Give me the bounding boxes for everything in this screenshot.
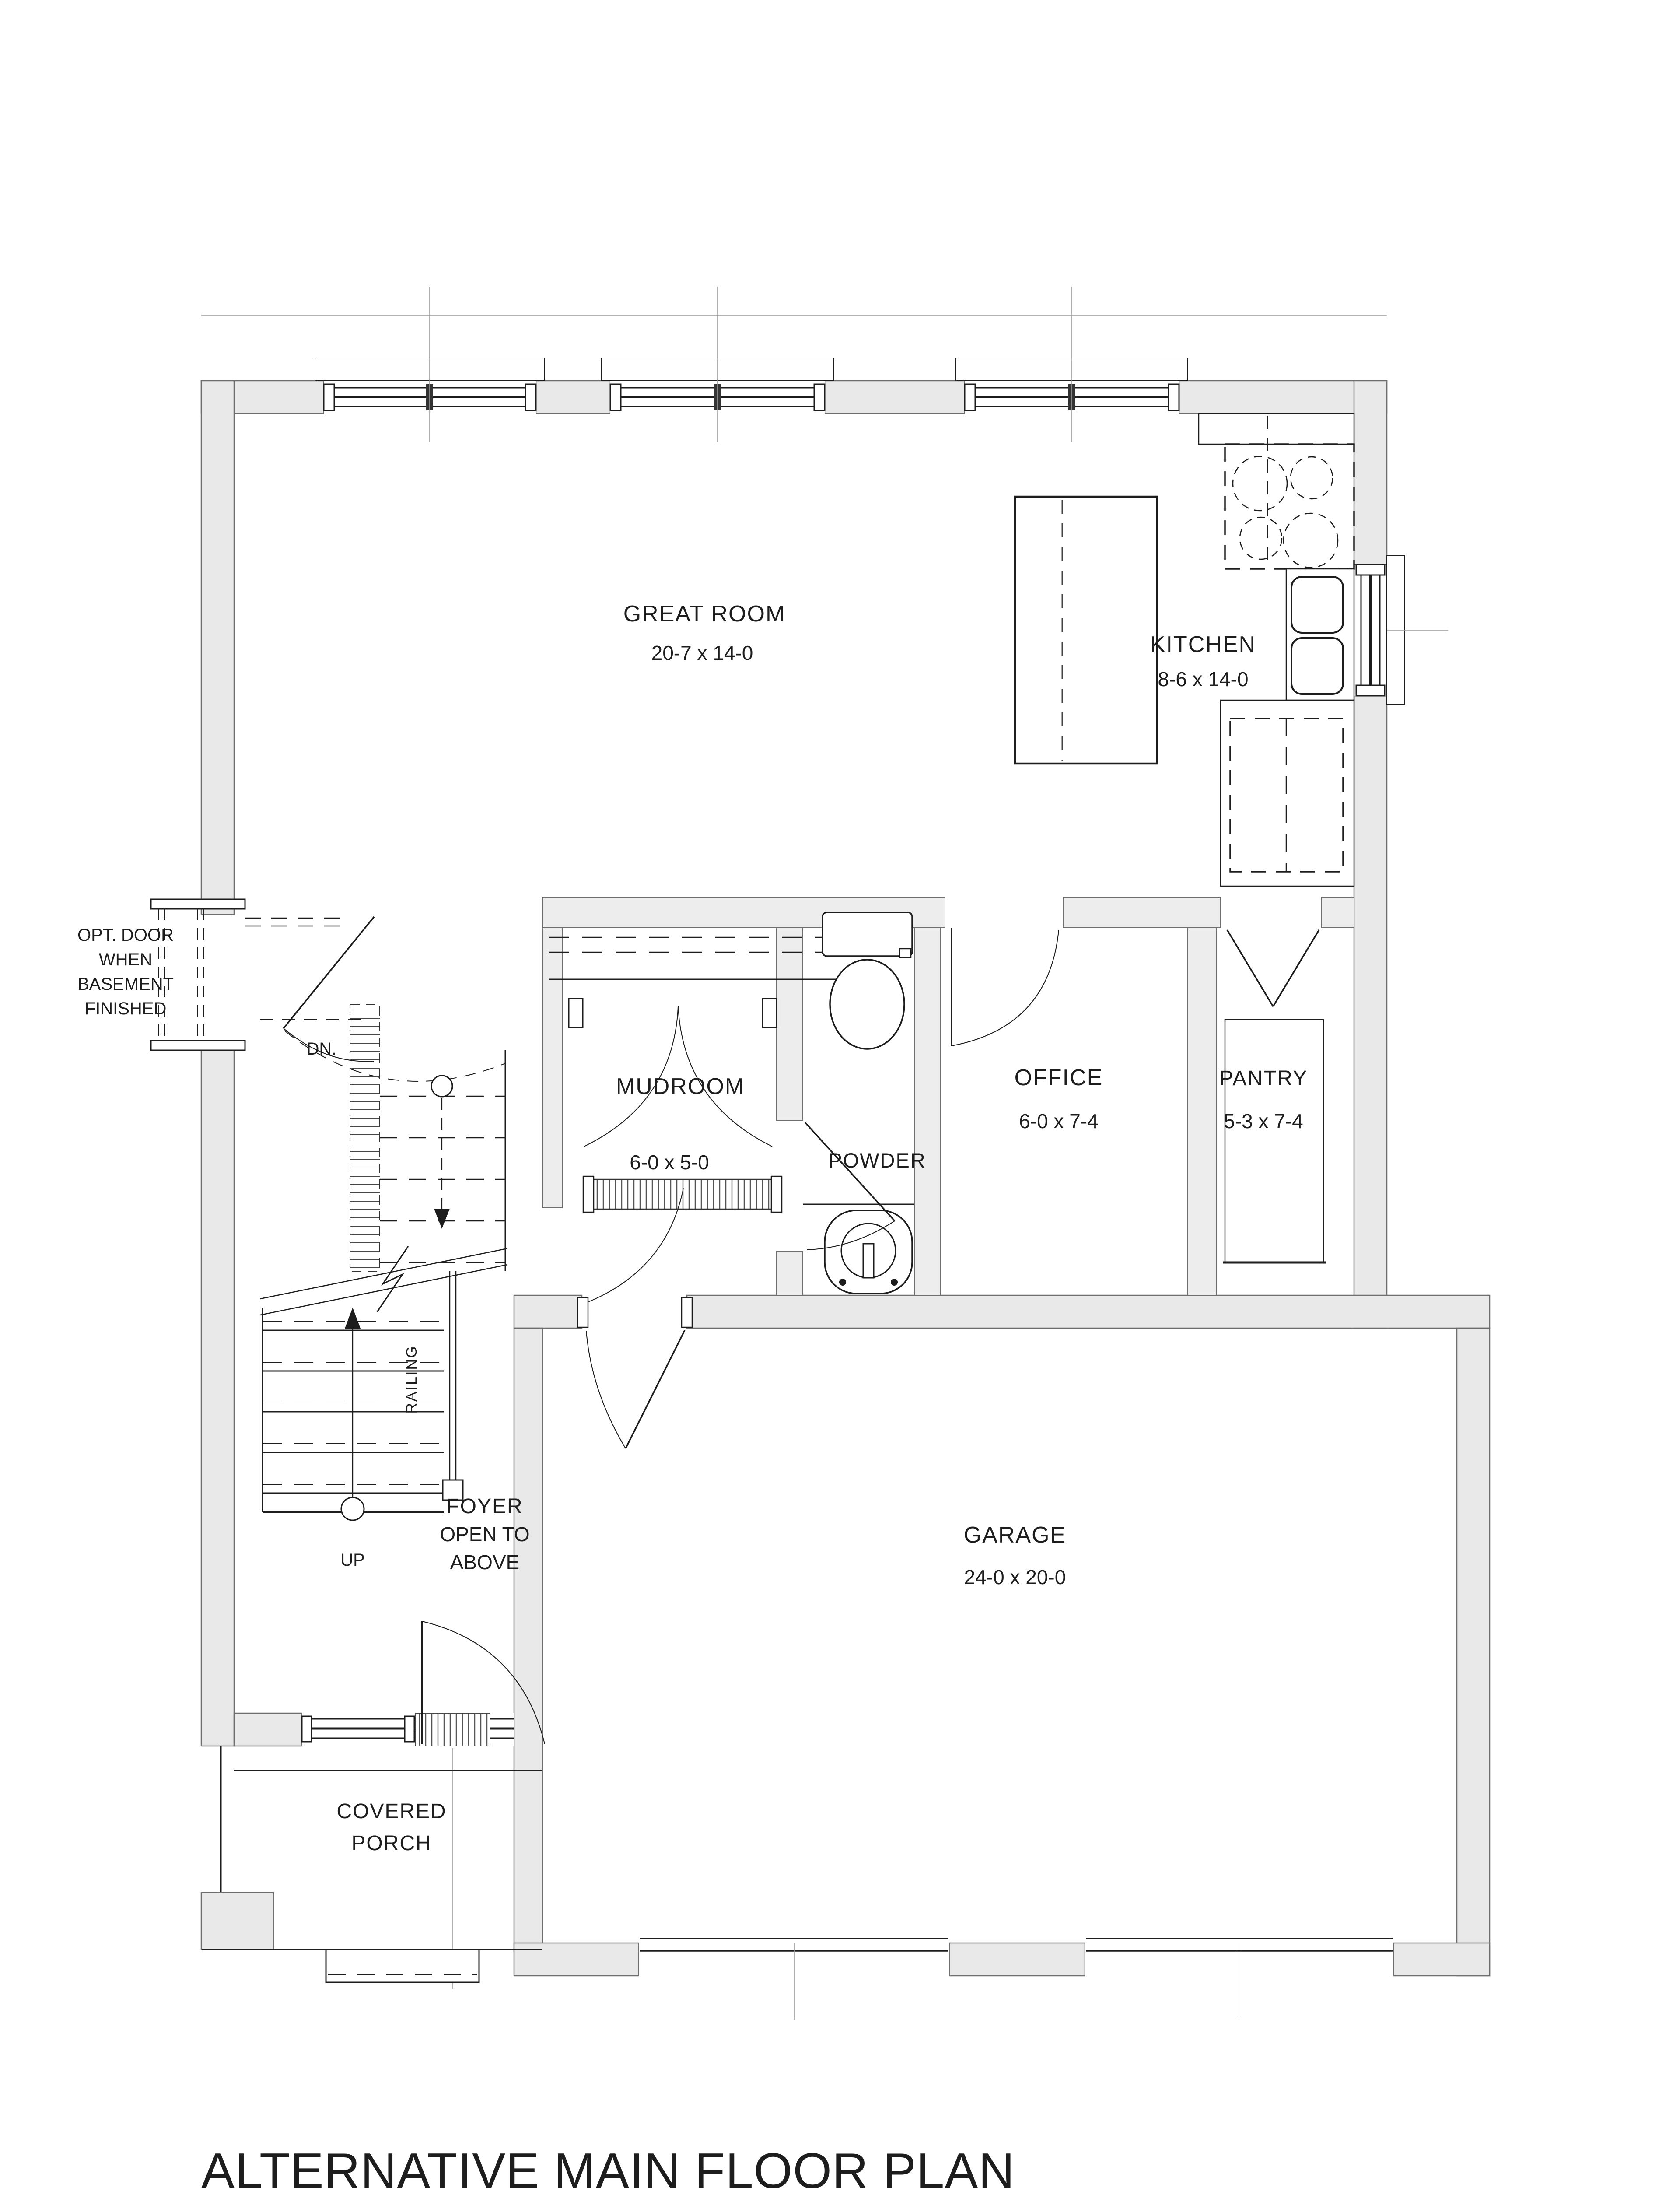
opt-door-note-line1: OPT. DOOR xyxy=(77,926,174,945)
stove-cooktop xyxy=(1224,443,1355,570)
porch-pillar xyxy=(200,1892,274,1950)
kitchen-island xyxy=(1014,495,1158,765)
garage-label: GARAGE xyxy=(964,1522,1067,1548)
office-label: OFFICE xyxy=(1015,1065,1103,1090)
porch xyxy=(200,1746,542,1983)
garage-doors xyxy=(639,1938,1393,2020)
foyer-label-line3: ABOVE xyxy=(450,1551,520,1574)
porch-label-line1: COVERED xyxy=(336,1800,446,1823)
opt-door-note-line2: WHEN xyxy=(99,950,152,969)
kitchen-sink xyxy=(1291,576,1344,695)
kitchen-label: KITCHEN xyxy=(1150,632,1256,657)
garage-man-door xyxy=(577,1297,693,1449)
stairs xyxy=(260,1050,508,1521)
plan-title: ALTERNATIVE MAIN FLOOR PLAN xyxy=(201,2143,1015,2188)
garage-dims: 24-0 x 20-0 xyxy=(964,1566,1066,1588)
interior-walls xyxy=(542,897,1354,1296)
powder-sink xyxy=(824,1210,913,1294)
porch-steps xyxy=(325,1949,480,1983)
front-entry xyxy=(234,1621,545,1989)
powder-label: POWDER xyxy=(828,1149,926,1172)
foyer-label-line1: FOYER xyxy=(446,1495,523,1518)
opt-door-note-line3: BASEMENT xyxy=(77,975,174,994)
pantry-dims: 5-3 x 7-4 xyxy=(1224,1110,1303,1133)
mudroom-label: MUDROOM xyxy=(616,1074,745,1099)
great-room-label: GREAT ROOM xyxy=(623,601,786,627)
railing-label: RAILING xyxy=(403,1345,420,1413)
up-arrowhead xyxy=(345,1308,360,1329)
office-dims: 6-0 x 7-4 xyxy=(1019,1110,1099,1133)
break-zigzag xyxy=(376,1246,409,1312)
foyer-label-line2: OPEN TO xyxy=(440,1523,529,1546)
toilet-bowl xyxy=(829,959,905,1050)
porch-label-line2: PORCH xyxy=(351,1832,431,1855)
top-windows xyxy=(315,287,1188,442)
kitchen-dims: 8-6 x 14-0 xyxy=(1158,668,1248,691)
exterior-walls xyxy=(200,380,1491,1977)
kitchen-counter xyxy=(1198,413,1355,445)
pantry-doors xyxy=(1226,929,1320,1007)
kitchen-fixtures xyxy=(1014,413,1355,887)
powder-door xyxy=(804,1122,896,1250)
pantry-label: PANTRY xyxy=(1219,1067,1308,1090)
stair-down-label: DN. xyxy=(307,1039,337,1059)
stair-railing xyxy=(442,1271,464,1501)
side-entry xyxy=(150,898,506,1272)
stair-newel-bottom xyxy=(340,1497,365,1521)
powder-fixtures xyxy=(803,912,914,1294)
fridge xyxy=(1229,718,1344,873)
stair-newel-top xyxy=(430,1075,453,1098)
mudroom-bench xyxy=(592,1178,773,1210)
great-room-dims: 20-7 x 14-0 xyxy=(651,642,753,664)
pantry-shelves xyxy=(1224,1019,1324,1263)
opt-door-note-line4: FINISHED xyxy=(85,999,167,1018)
down-arrowhead xyxy=(434,1209,450,1229)
office-door xyxy=(951,928,1059,1046)
kitchen-window xyxy=(1354,555,1448,705)
front-door xyxy=(421,1621,545,1744)
optional-door-hatch xyxy=(350,1004,380,1272)
stair-up-label: UP xyxy=(340,1550,365,1570)
toilet-tank xyxy=(822,912,913,957)
front-door-threshold xyxy=(415,1713,490,1746)
mudroom-details xyxy=(549,936,892,1302)
mudroom-dims: 6-0 x 5-0 xyxy=(630,1151,709,1174)
